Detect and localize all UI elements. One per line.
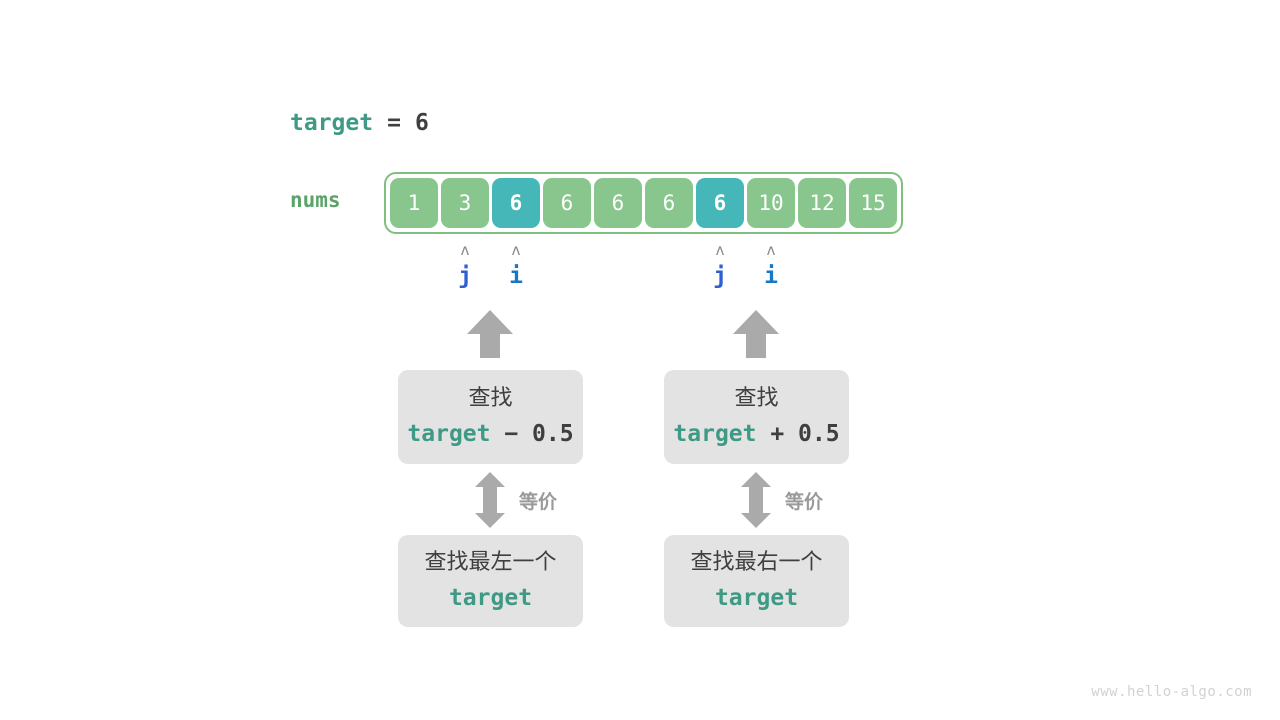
equivalence-label-left: 等价 xyxy=(519,491,558,513)
top-box-right-title: 查找 xyxy=(734,386,779,411)
array-cell: 6 xyxy=(492,178,540,228)
bottom-box-left: 查找最左一个 target xyxy=(398,535,583,627)
top-box-left: 查找 target − 0.5 xyxy=(398,370,583,464)
target-declaration: target = 6 xyxy=(290,110,429,136)
array-cell: 10 xyxy=(747,178,795,228)
equals-sign: = xyxy=(387,110,401,136)
pointer-label: j xyxy=(458,263,472,289)
equivalence-label-right: 等价 xyxy=(785,491,824,513)
array-cell: 15 xyxy=(849,178,897,228)
bottom-box-right-expression: target xyxy=(714,585,799,611)
pointer-label: i xyxy=(764,263,778,289)
up-arrow-right xyxy=(733,310,779,358)
array-cell: 3 xyxy=(441,178,489,228)
equivalence-arrow-left xyxy=(475,472,505,528)
target-variable-name: target xyxy=(290,110,374,136)
pointer-caret-icon: ʌ xyxy=(460,241,470,259)
array-cell: 6 xyxy=(696,178,744,228)
top-box-right-expression: target + 0.5 xyxy=(673,421,840,447)
array-cell: 6 xyxy=(645,178,693,228)
top-box-right: 查找 target + 0.5 xyxy=(664,370,849,464)
array-cell: 6 xyxy=(594,178,642,228)
top-box-left-expression: target − 0.5 xyxy=(407,421,574,447)
pointer-label: j xyxy=(713,263,727,289)
bottom-box-right-title: 查找最右一个 xyxy=(690,550,823,575)
pointer-caret-icon: ʌ xyxy=(715,241,725,259)
top-box-left-title: 查找 xyxy=(468,386,513,411)
array-cell: 1 xyxy=(390,178,438,228)
pointer-caret-icon: ʌ xyxy=(511,241,521,259)
bottom-box-left-title: 查找最左一个 xyxy=(424,550,557,575)
watermark: www.hello-algo.com xyxy=(1091,684,1252,700)
up-arrow-left xyxy=(467,310,513,358)
equivalence-arrow-right xyxy=(741,472,771,528)
array-cell: 6 xyxy=(543,178,591,228)
array-cell: 12 xyxy=(798,178,846,228)
target-value: 6 xyxy=(414,110,429,136)
pointer-caret-icon: ʌ xyxy=(766,241,776,259)
array-label: nums xyxy=(290,188,341,212)
bottom-box-left-expression: target xyxy=(448,585,533,611)
bottom-box-right: 查找最右一个 target xyxy=(664,535,849,627)
pointer-label: i xyxy=(509,263,523,289)
